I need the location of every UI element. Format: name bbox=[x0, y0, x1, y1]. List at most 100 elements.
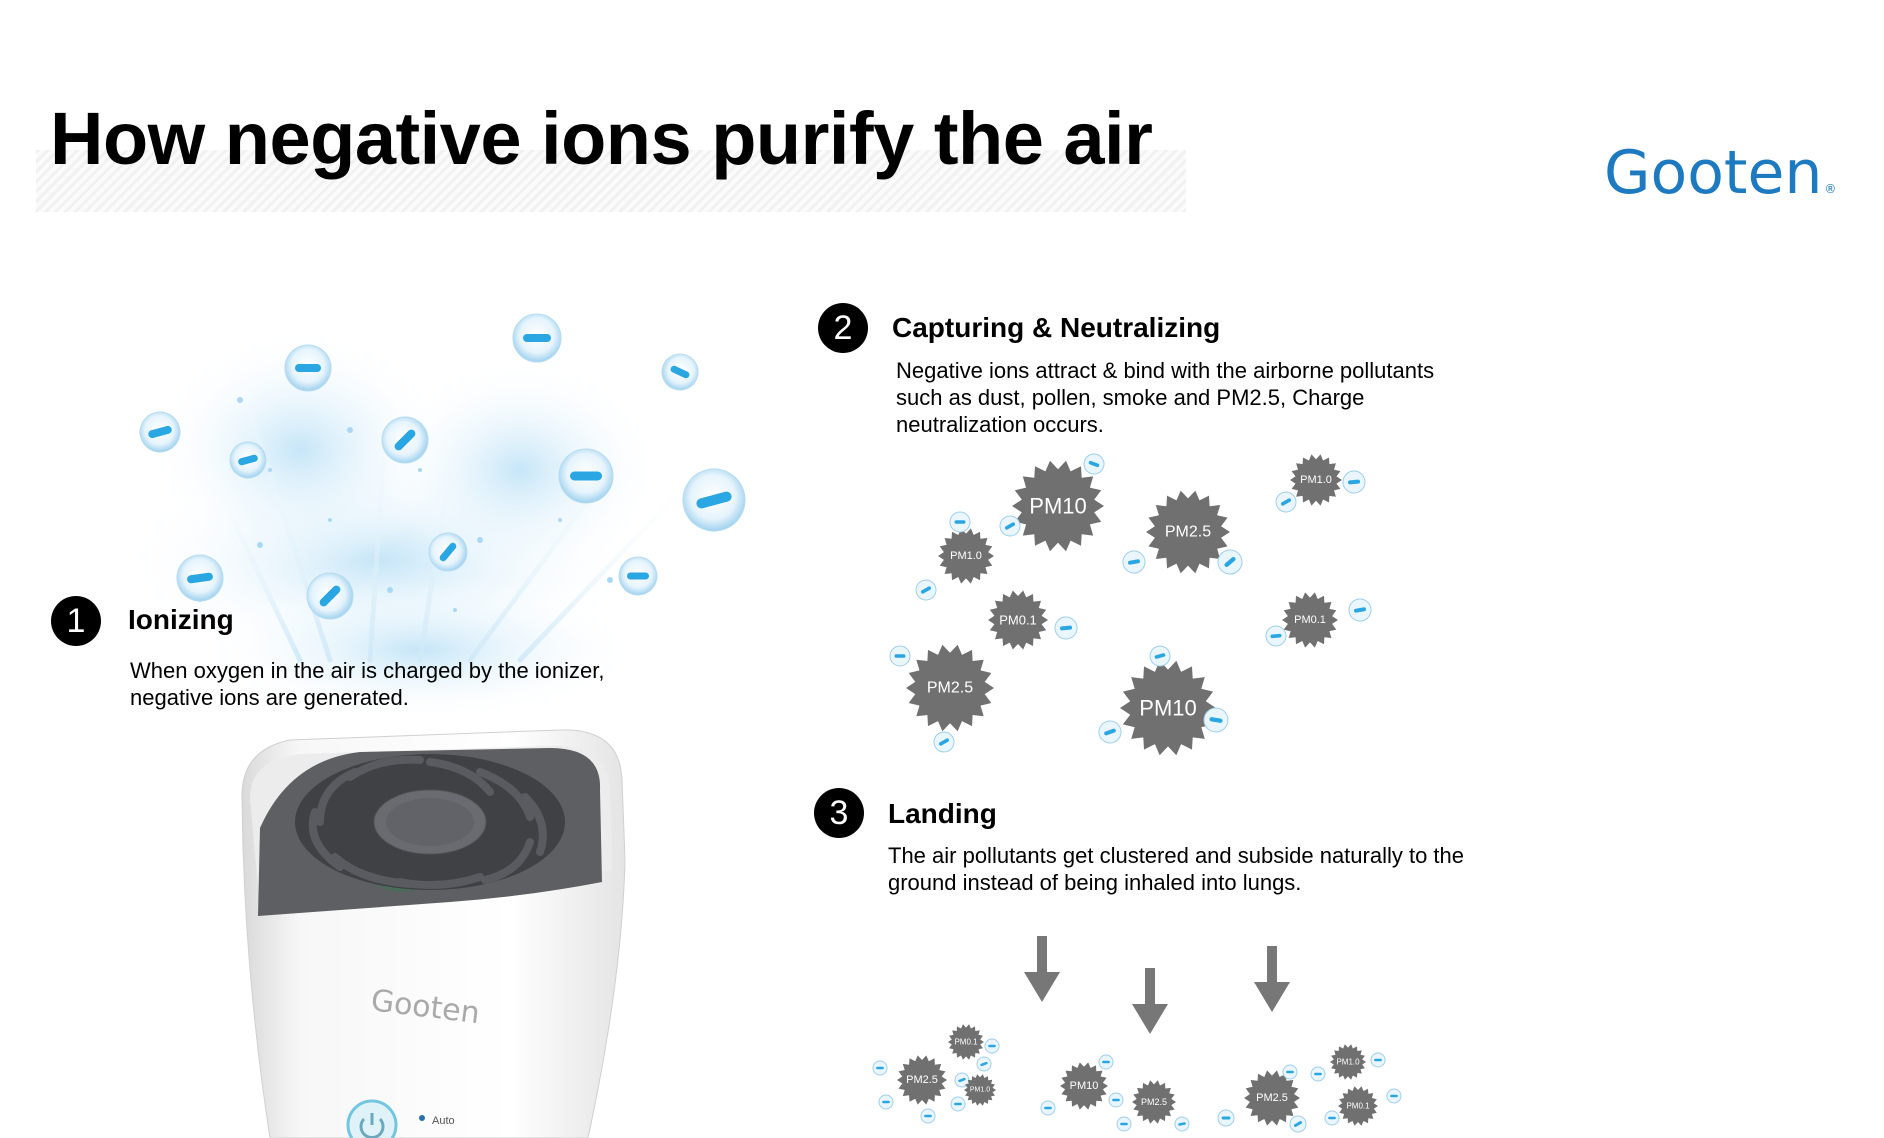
negative-ion-icon bbox=[1282, 1064, 1298, 1080]
air-purifier-device: Gooten Auto bbox=[241, 729, 626, 1138]
pollutant-particle: PM1.0 bbox=[964, 1074, 996, 1106]
step-1-number: 1 bbox=[51, 596, 101, 646]
negative-ion-icon bbox=[1116, 1116, 1132, 1132]
negative-ion-icon bbox=[984, 1038, 1000, 1054]
pollutant-label: PM2.5 bbox=[1256, 1092, 1288, 1104]
step-1-title: Ionizing bbox=[128, 604, 234, 635]
step-2-description: Negative ions attract & bind with the ai… bbox=[896, 358, 1435, 437]
pollutant-particle: PM1.0 bbox=[1290, 454, 1342, 506]
negative-ion-icon bbox=[229, 441, 267, 479]
negative-ion-icon bbox=[1108, 1092, 1124, 1108]
negative-ion-icon bbox=[920, 1108, 936, 1124]
negative-ion-icon bbox=[512, 313, 562, 363]
step-3-title: Landing bbox=[888, 798, 997, 829]
negative-ion-icon bbox=[176, 554, 224, 602]
step-2-title: Capturing & Neutralizing bbox=[892, 312, 1221, 343]
step-2-number: 2 bbox=[818, 303, 868, 353]
negative-ion-icon bbox=[1098, 1054, 1114, 1070]
pollutant-label: PM10 bbox=[1029, 494, 1086, 519]
pollutant-label: PM1.0 bbox=[1300, 474, 1332, 486]
negative-ion-icon bbox=[306, 572, 354, 620]
pollutant-particle: PM2.5 bbox=[1146, 490, 1230, 574]
step-3-number: 3 bbox=[814, 788, 864, 838]
negative-ion-icon bbox=[950, 1096, 966, 1112]
negative-ion-icon bbox=[1174, 1116, 1190, 1132]
fan-icon bbox=[295, 754, 565, 890]
negative-ion-icon bbox=[1310, 1066, 1326, 1082]
negative-ion-icon bbox=[1265, 625, 1287, 647]
pollutant-particle: PM0.1 bbox=[948, 1024, 984, 1060]
sparkles bbox=[198, 397, 613, 612]
device-mode-label: Auto bbox=[432, 1115, 455, 1127]
pollutant-particle: PM0.1 bbox=[1338, 1086, 1378, 1126]
negative-ion-icon bbox=[1217, 1109, 1235, 1127]
negative-ion-icon bbox=[1275, 491, 1297, 513]
pollutant-particle: PM10 bbox=[1060, 1062, 1108, 1110]
pollutant-particle: PM1.0 bbox=[1330, 1044, 1366, 1080]
down-arrow-icon bbox=[1254, 946, 1290, 1012]
negative-ion-icon bbox=[1040, 1100, 1056, 1116]
title-underline-band bbox=[36, 150, 1186, 212]
pollutant-label: PM0.1 bbox=[1294, 614, 1326, 626]
page-title: How negative ions purify the air bbox=[50, 97, 1153, 180]
down-arrow-icon bbox=[1024, 936, 1060, 1002]
negative-ion-icon bbox=[428, 532, 468, 572]
brand-reg-mark: ® bbox=[1824, 182, 1837, 196]
pollutant-particle: PM0.1 bbox=[1282, 592, 1338, 648]
step-1-description: When oxygen in the air is charged by the… bbox=[130, 658, 605, 710]
pollutant-particle: PM1.0 bbox=[938, 528, 994, 584]
negative-ion-icon bbox=[1289, 1115, 1307, 1133]
pollutant-particle: PM10 bbox=[1120, 660, 1216, 756]
negative-ion-icon bbox=[661, 353, 699, 391]
pollutant-particle: PM2.5 bbox=[897, 1055, 947, 1105]
step-3-description: The air pollutants get clustered and sub… bbox=[888, 843, 1465, 895]
pollutant-label: PM2.5 bbox=[906, 1074, 938, 1086]
negative-ion-icon bbox=[872, 1060, 888, 1076]
pollutant-particle: PM2.5 bbox=[906, 644, 994, 732]
negative-ion-icon bbox=[139, 411, 181, 453]
pollutant-label: PM1.0 bbox=[1336, 1058, 1360, 1067]
negative-ion-icon bbox=[1203, 707, 1229, 733]
negative-ion-icon bbox=[1054, 616, 1078, 640]
negative-ion-icon bbox=[915, 579, 937, 601]
negative-ion-icon bbox=[999, 515, 1021, 537]
negative-ion-icon bbox=[1370, 1052, 1386, 1068]
pollutant-particle: PM0.1 bbox=[988, 590, 1048, 650]
negative-ion-icon bbox=[1098, 720, 1122, 744]
pollutant-label: PM2.5 bbox=[927, 680, 973, 697]
ion-burst-illustration bbox=[120, 313, 746, 720]
negative-ion-icon bbox=[1217, 549, 1243, 575]
negative-ion-icon bbox=[618, 556, 658, 596]
negative-ion-icon bbox=[682, 468, 746, 532]
pollutant-label: PM0.1 bbox=[954, 1038, 978, 1047]
pollutant-label: PM1.0 bbox=[970, 1087, 990, 1094]
brand-logo: Gooten® bbox=[1604, 138, 1836, 208]
negative-ion-icon bbox=[1324, 1110, 1340, 1126]
pollutant-particle: PM2.5 bbox=[1132, 1080, 1176, 1124]
negative-ion-icon bbox=[1348, 598, 1372, 622]
negative-ion-icon bbox=[949, 511, 971, 533]
pollutant-label: PM10 bbox=[1139, 696, 1196, 721]
pollutant-label: PM1.0 bbox=[950, 550, 982, 562]
down-arrow-icon bbox=[1132, 968, 1168, 1034]
negative-ion-icon bbox=[1122, 550, 1146, 574]
negative-ion-icon bbox=[954, 1072, 970, 1088]
negative-ion-icon bbox=[1083, 453, 1105, 475]
negative-ion-icon bbox=[1342, 470, 1366, 494]
negative-ion-icon bbox=[878, 1094, 894, 1110]
negative-ion-icon bbox=[976, 1056, 992, 1072]
pollutant-label: PM0.1 bbox=[999, 613, 1037, 628]
pollutant-label: PM0.1 bbox=[1346, 1102, 1370, 1111]
brand-name: Gooten bbox=[1604, 138, 1823, 208]
pollutant-label: PM2.5 bbox=[1141, 1097, 1167, 1107]
negative-ion-icon bbox=[558, 448, 614, 504]
negative-ion-icon bbox=[381, 416, 429, 464]
negative-ion-icon bbox=[933, 731, 955, 753]
pollutant-label: PM10 bbox=[1070, 1080, 1099, 1092]
negative-ion-icon bbox=[284, 344, 332, 392]
negative-ion-icon bbox=[1149, 645, 1171, 667]
pollutant-particle: PM2.5 bbox=[1244, 1070, 1300, 1126]
negative-ion-icon bbox=[1386, 1088, 1402, 1104]
